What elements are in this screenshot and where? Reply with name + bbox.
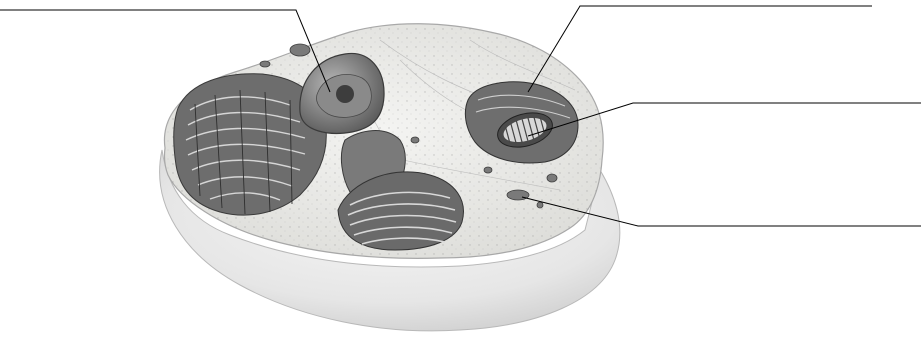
- nucleolus: [336, 85, 354, 103]
- centriole: [290, 44, 310, 56]
- lysosome: [507, 190, 529, 200]
